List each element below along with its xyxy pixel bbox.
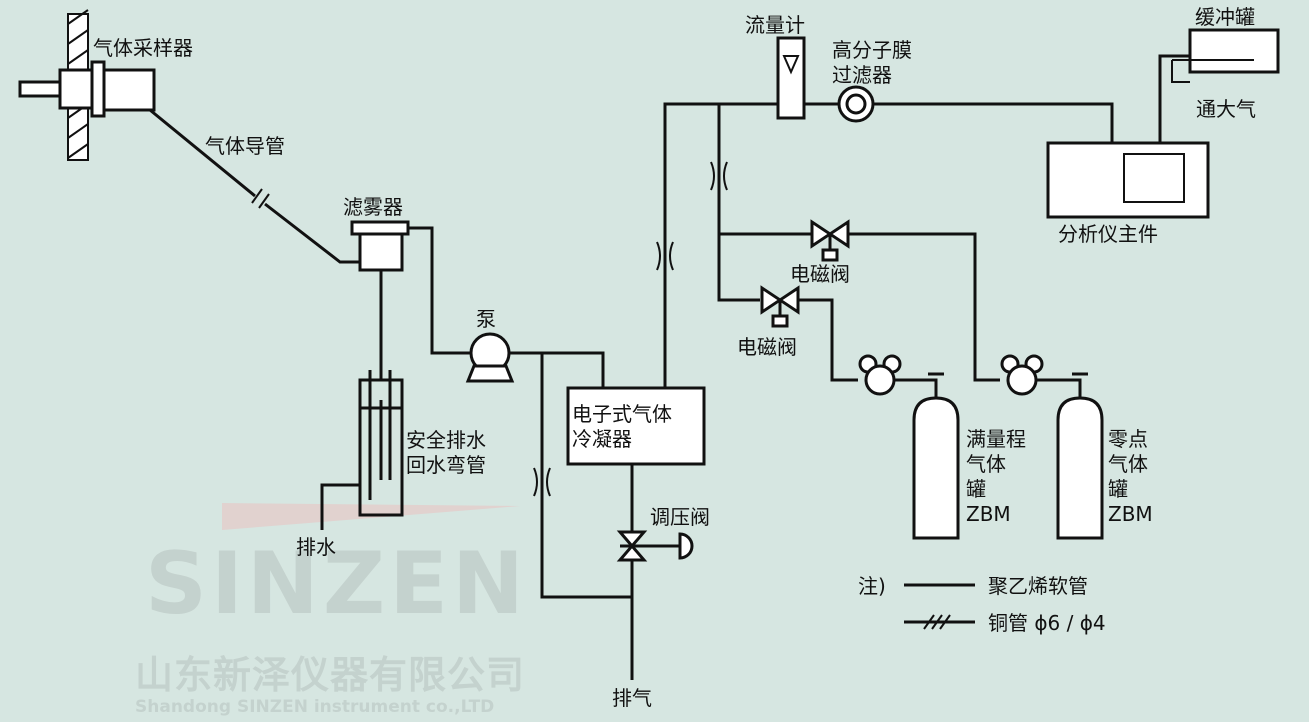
sampler-body — [102, 68, 156, 112]
buffer-tank — [1171, 28, 1280, 83]
pipe-pump-to-condenser — [510, 351, 605, 388]
analyzer-main-unit — [1046, 141, 1210, 219]
label-zero-gas: 零点 气体 罐 ZBM — [1108, 427, 1153, 526]
pipe-zero-regulator — [1036, 378, 1082, 398]
label-span-gas: 满量程 气体 罐 ZBM — [966, 427, 1026, 526]
pipe-to-zero-gas — [848, 232, 1000, 382]
legend-copper-tube: 铜管 ɸ6 / ɸ4 — [988, 611, 1106, 635]
pipe-to-span-gas — [798, 298, 858, 382]
watermark-company-cn: 山东新泽仪器有限公司 — [135, 653, 526, 697]
gas-tube-2 — [264, 202, 360, 264]
label-solenoid-valve-upper: 电磁阀 — [790, 262, 850, 286]
watermark-brand: SINZEN — [145, 534, 528, 634]
legend-copper-line — [904, 614, 975, 630]
label-mist-filter: 滤雾器 — [343, 195, 403, 219]
span-gas-regulator — [858, 354, 902, 396]
label-vent: 通大气 — [1196, 97, 1256, 121]
label-membrane-filter: 高分子膜 过滤器 — [832, 38, 912, 87]
gas-tube-1 — [149, 108, 256, 198]
solenoid-valve-lower — [760, 285, 800, 328]
label-gas-sampler: 气体采样器 — [93, 36, 193, 60]
gas-condenser — [566, 386, 706, 466]
pump — [465, 332, 515, 383]
label-gas-tube: 气体导管 — [205, 134, 285, 158]
flowmeter — [776, 36, 806, 120]
label-pressure-valve: 调压阀 — [650, 505, 710, 529]
watermark-company-en: Shandong SINZEN instrument co.,LTD — [135, 697, 495, 717]
zero-gas-regulator — [1000, 354, 1044, 396]
pipe-span-regulator — [894, 378, 938, 398]
pipe-filter-to-pump — [408, 226, 470, 355]
mist-filter — [350, 220, 410, 272]
label-buffer-tank: 缓冲罐 — [1195, 5, 1255, 29]
label-flowmeter: 流量计 — [745, 13, 805, 37]
span-gas-cylinder — [912, 396, 960, 540]
hose-connectors — [533, 161, 728, 497]
pipe-filter-to-analyzer — [873, 102, 1114, 143]
pipe-condenser-to-flowmeter — [663, 102, 778, 388]
zero-gas-cylinder — [1056, 396, 1104, 540]
label-pump: 泵 — [476, 307, 496, 331]
label-analyzer: 分析仪主件 — [1058, 222, 1158, 246]
legend-poly-tube: 聚乙烯软管 — [988, 574, 1088, 598]
label-solenoid-valve-lower: 电磁阀 — [737, 335, 797, 359]
pipe-manifold — [717, 104, 760, 302]
label-safety-drain: 安全排水 回水弯管 — [406, 428, 486, 477]
safety-drain-u-tube — [320, 370, 404, 530]
pipe-bypass-exhaust — [540, 353, 632, 599]
label-drain: 排水 — [296, 535, 336, 559]
membrane-filter — [837, 85, 875, 123]
label-exhaust: 排气 — [612, 686, 652, 710]
legend-note: 注) — [858, 574, 886, 598]
label-condenser: 电子式气体 冷凝器 — [572, 402, 672, 451]
solenoid-valve-upper — [810, 219, 850, 262]
pressure-regulating-valve — [616, 530, 694, 562]
pipe-analyzer-to-buffer — [1158, 54, 1190, 143]
gas-sampler — [18, 9, 156, 161]
copper-break-mark — [251, 188, 270, 209]
